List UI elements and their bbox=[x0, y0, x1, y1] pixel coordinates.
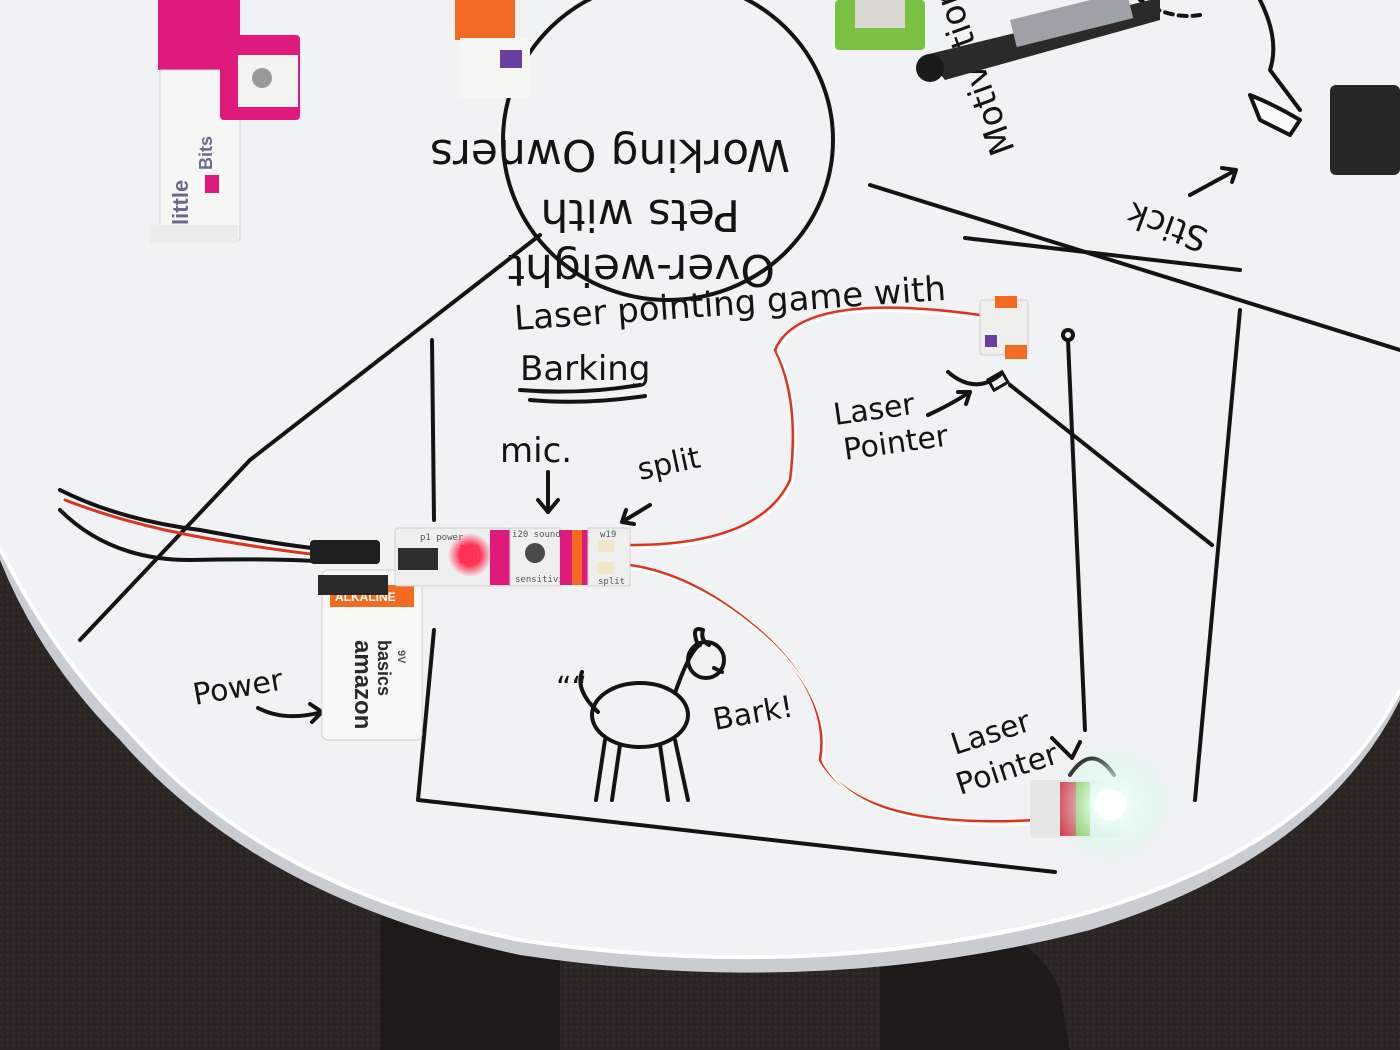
dog-body bbox=[590, 681, 690, 749]
nine-volt-battery: ALKALINE amazon basics 9V bbox=[318, 569, 423, 741]
problem-circle bbox=[501, 0, 835, 302]
power-module-label: p1 power bbox=[420, 533, 464, 543]
battery-brand: amazon bbox=[349, 640, 376, 729]
title-line-2: Barking bbox=[520, 349, 650, 389]
littlebits-circuit: p1 power i20 sound trigger sensitivity w… bbox=[310, 527, 631, 587]
green-module-top bbox=[835, 0, 925, 50]
orange-box-top bbox=[455, 0, 530, 98]
servo-motor bbox=[1330, 85, 1400, 175]
sound-module-sub: sensitivity bbox=[515, 575, 575, 585]
quote-marks: ““ bbox=[556, 671, 587, 706]
circle-text-group: Over-weight Pets with Working Owners bbox=[430, 129, 790, 295]
laser-pointer-module-2 bbox=[1030, 745, 1172, 865]
split-module-label: split bbox=[598, 577, 625, 587]
battery-sub: basics bbox=[374, 640, 394, 696]
sound-module-label: i20 sound trigger bbox=[512, 530, 605, 540]
laser-pointer-module-1 bbox=[979, 296, 1029, 393]
microphone bbox=[525, 543, 545, 563]
marker-pen bbox=[916, 0, 1160, 82]
barrel-plug bbox=[310, 540, 380, 564]
wires bbox=[58, 306, 1037, 826]
table-edge-highlight bbox=[0, 547, 1400, 960]
circle-line-2: Pets with bbox=[540, 189, 740, 240]
split-module bbox=[587, 527, 631, 587]
mic-label: mic. bbox=[500, 431, 572, 471]
box-brand-line-2: Bits bbox=[196, 136, 216, 170]
pink-module-top bbox=[220, 35, 300, 120]
ink-drawing bbox=[78, 0, 1400, 874]
circle-line-3: Working Owners bbox=[430, 129, 790, 180]
box-brand-line-1: little bbox=[168, 180, 193, 225]
circle-line-1: Over-weight bbox=[508, 244, 775, 295]
battery-volt: 9V bbox=[395, 650, 407, 664]
wire-module-label: w19 bbox=[600, 530, 616, 540]
